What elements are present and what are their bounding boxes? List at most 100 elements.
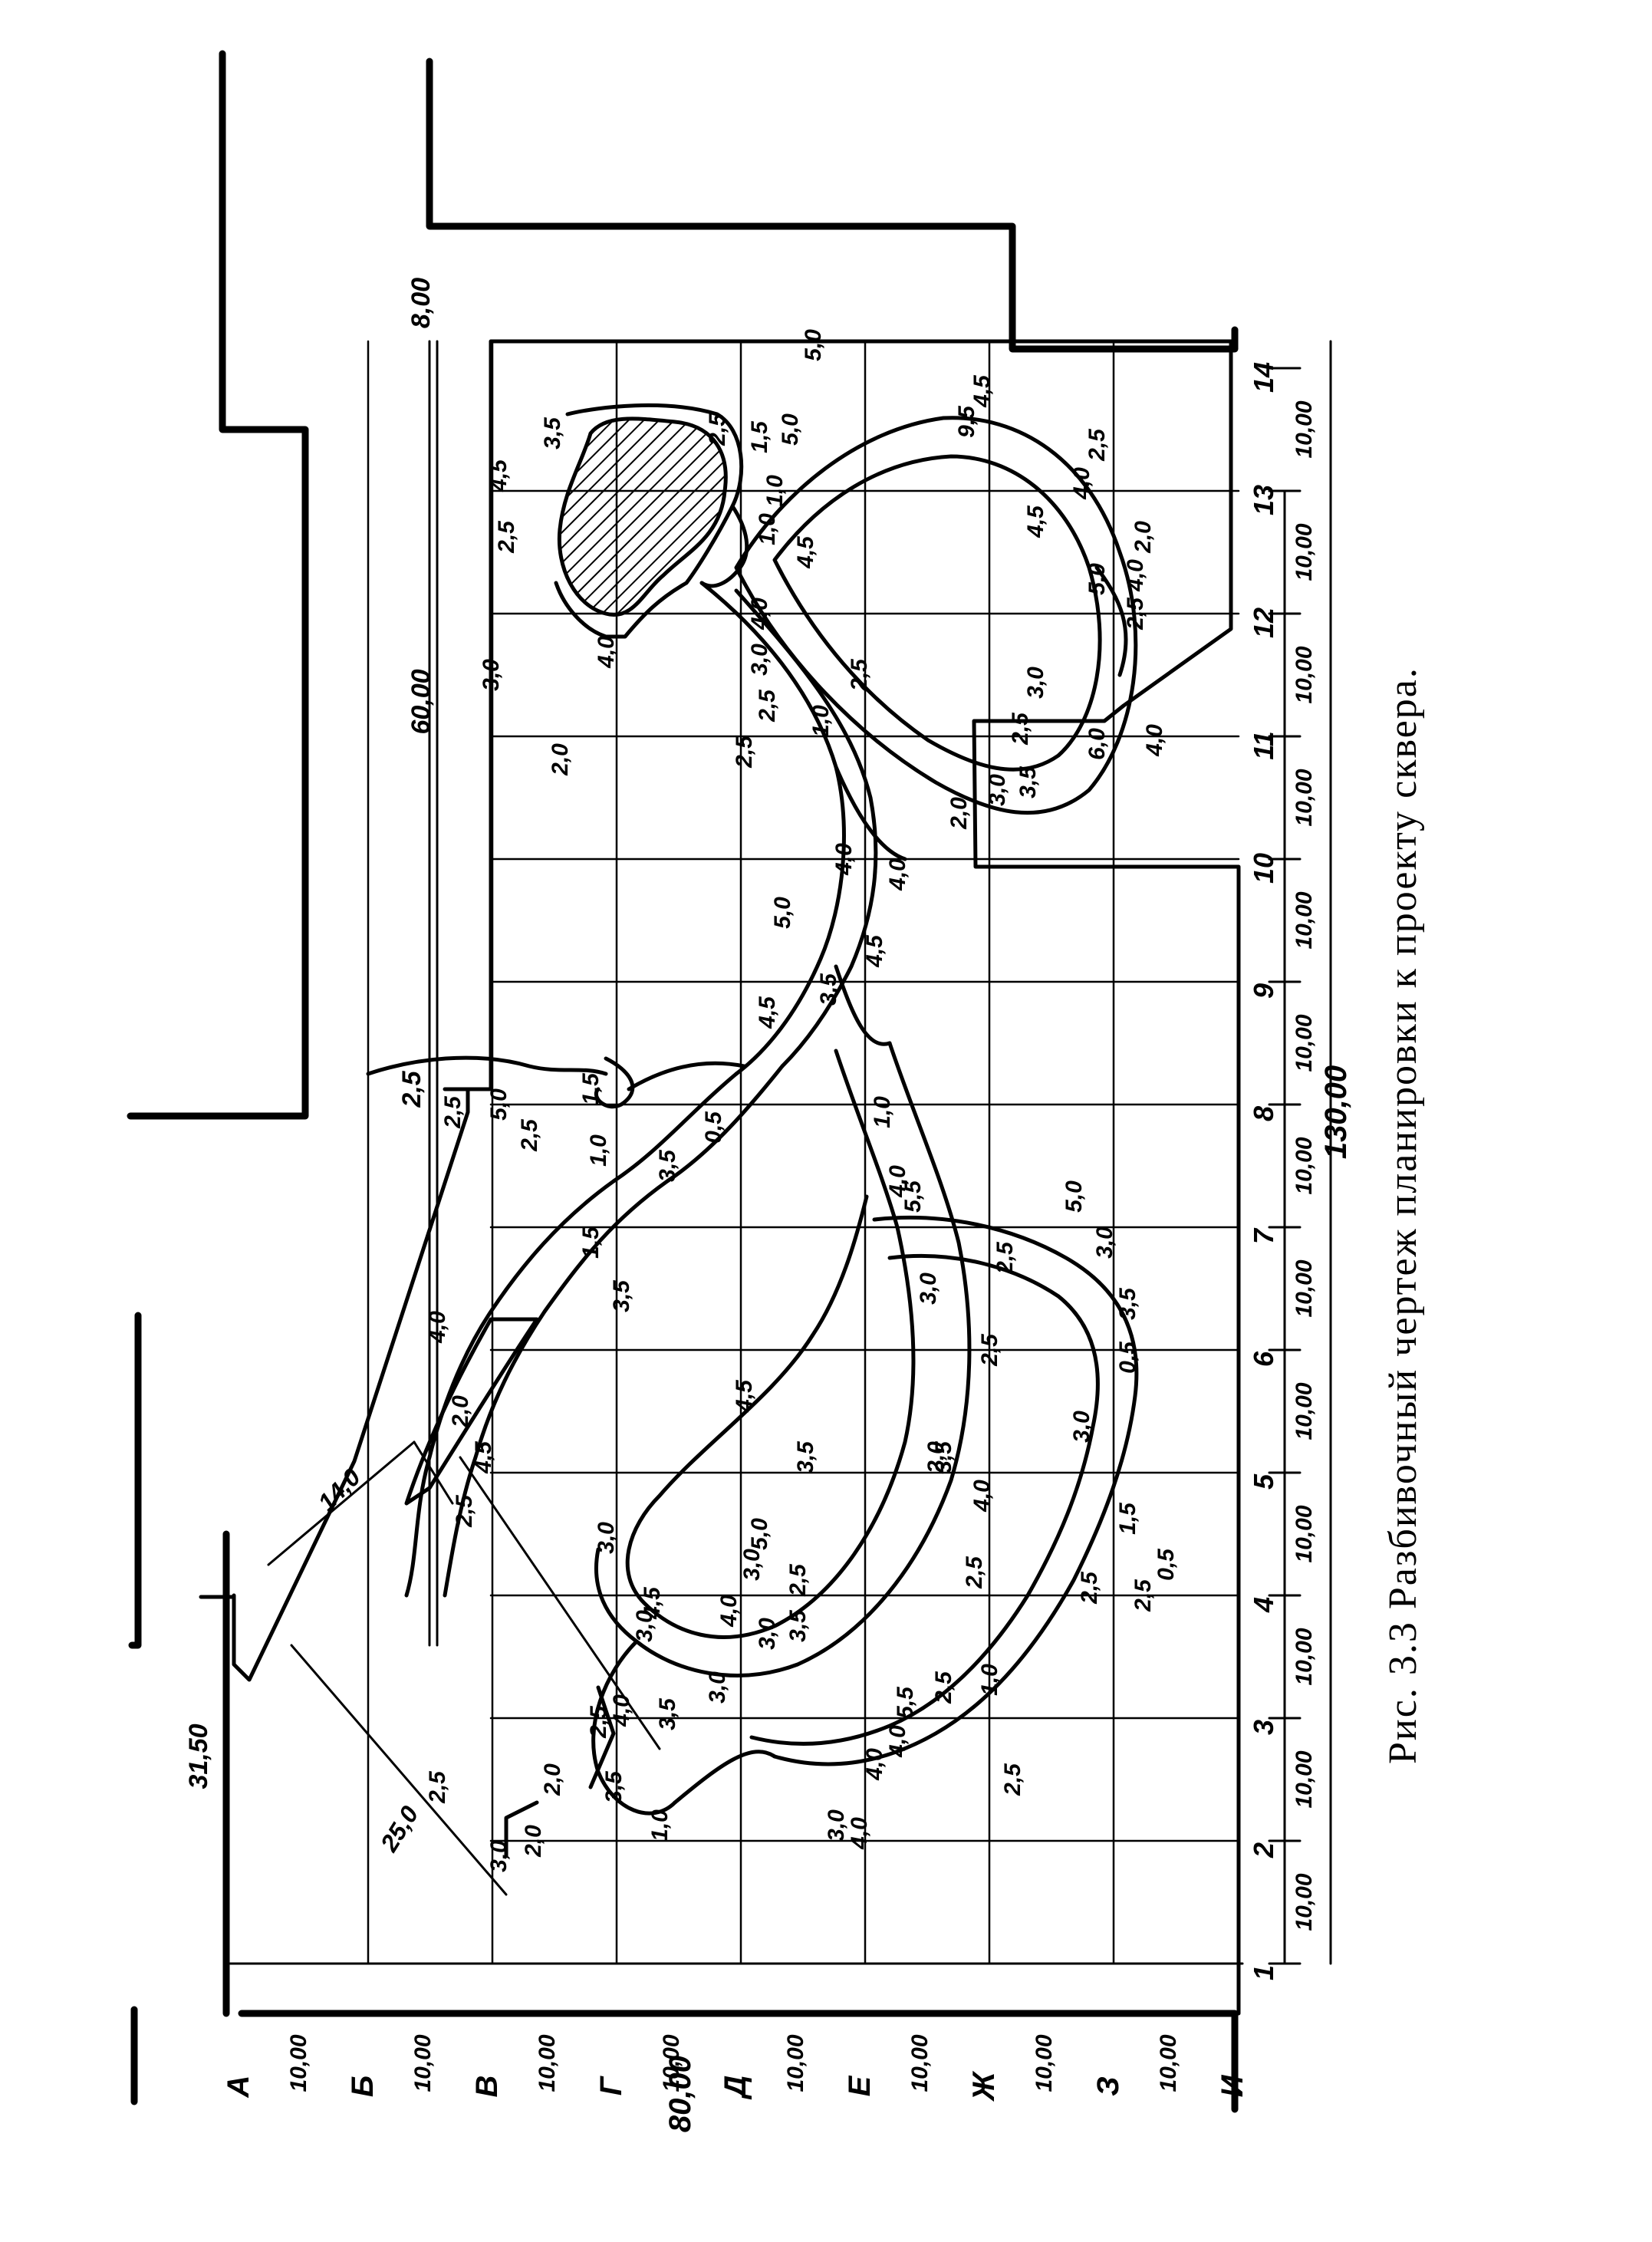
row-letter-И: И — [1216, 2074, 1249, 2097]
top-dimension-label: 60,00 — [406, 669, 436, 734]
path-width-label: 4,0 — [1069, 467, 1094, 500]
column-spacing-label: 10,00 — [1292, 1505, 1317, 1562]
path-width-label: 4,0 — [425, 1311, 450, 1344]
path-width-label: 1,0 — [762, 475, 788, 507]
path-width-label: 4,0 — [747, 598, 772, 630]
path-width-label: 4,0 — [831, 843, 857, 876]
path-width-label: 1,5 — [578, 1226, 604, 1259]
row-spacing-label: 10,00 — [783, 2034, 808, 2092]
diagonal-dimension-label: 25,0 — [374, 1801, 423, 1857]
path-width-label: 3,0 — [632, 1610, 657, 1642]
column-spacing-label: 10,00 — [1292, 523, 1317, 581]
path-width-label: 5,0 — [747, 1518, 772, 1550]
path-width-label: 4,0 — [1123, 559, 1148, 592]
top-dimension-label: 2,5 — [397, 1070, 426, 1108]
path-width-label: 4,5 — [732, 1379, 757, 1413]
path-width-label: 5,0 — [486, 1088, 512, 1121]
path-width-label: 3,0 — [486, 1840, 512, 1872]
column-spacing-label: 10,00 — [1292, 1750, 1317, 1808]
row-letter-Е: Е — [843, 2075, 877, 2096]
path-width-label: 0,5 — [1153, 1548, 1179, 1581]
path-width-label: 1,5 — [747, 420, 772, 453]
dimension-lines — [229, 340, 1332, 1965]
column-number-14: 14 — [1248, 362, 1279, 393]
path-width-label: 3,5 — [540, 416, 565, 449]
path-width-label: 1,0 — [977, 1664, 1002, 1696]
path-width-label: 3,5 — [793, 1440, 818, 1473]
row-letter-Г: Г — [594, 2075, 628, 2095]
path-width-label: 2,0 — [946, 797, 972, 830]
column-spacing-label: 10,00 — [1292, 646, 1317, 703]
path-width-label: 4,0 — [885, 1725, 910, 1758]
path-width-label: 2,5 — [847, 658, 872, 692]
path-width-label: 5,0 — [1061, 1180, 1087, 1213]
top-dimension-label: 8,00 — [406, 278, 436, 328]
column-number-4: 4 — [1248, 1597, 1279, 1613]
path-width-label: 4,0 — [609, 1694, 634, 1727]
column-spacing-label: 10,00 — [1292, 769, 1317, 826]
path-width-label: 3,0 — [755, 1618, 780, 1650]
path-width-label: 2,5 — [1123, 597, 1148, 630]
path-width-label: 1,0 — [870, 1096, 895, 1128]
path-width-label: 4,0 — [1142, 724, 1167, 757]
path-width-label: 5,0 — [801, 329, 826, 361]
path-width-label: 4,0 — [847, 1817, 872, 1850]
path-width-label: 2,0 — [448, 1395, 473, 1428]
path-width-label: 2,5 — [1130, 1579, 1156, 1612]
building-outlines — [127, 50, 1239, 2113]
path-width-label: 2,5 — [425, 1770, 450, 1804]
path-width-label: 2,5 — [440, 1095, 466, 1129]
row-letter-В: В — [470, 2076, 504, 2098]
row-spacing-label: 10,00 — [907, 2034, 933, 2092]
diagonal-dimension-label: 14,0 — [312, 1463, 366, 1516]
path-width-label: 2,5 — [586, 1705, 611, 1739]
path-width-label: 2,5 — [962, 1556, 987, 1589]
row-letter-Ж: Ж — [967, 2071, 1001, 2102]
path-width-label: 3,5 — [609, 1279, 634, 1312]
path-width-label: 5,5 — [893, 1686, 918, 1719]
path-width-label: 3,5 — [655, 1149, 680, 1182]
column-spacing-label: 10,00 — [1292, 1628, 1317, 1685]
column-number-5: 5 — [1248, 1473, 1279, 1490]
path-width-label: 5,0 — [1084, 563, 1110, 595]
path-width-label: 1,0 — [808, 705, 834, 737]
path-width-label: 2,0 — [521, 1825, 546, 1858]
row-spacing-label: 10,00 — [410, 2034, 436, 2092]
column-number-11: 11 — [1248, 731, 1279, 759]
path-width-label: 3,5 — [785, 1609, 811, 1642]
path-width-label: 4,5 — [969, 374, 995, 408]
path-width-label: 4,5 — [640, 1586, 665, 1620]
column-spacing-label: 10,00 — [1292, 1382, 1317, 1440]
column-number-13: 13 — [1248, 485, 1279, 515]
path-width-label: 3,0 — [916, 1272, 941, 1305]
path-width-label: 2,5 — [732, 735, 757, 769]
column-number-3: 3 — [1248, 1720, 1279, 1735]
path-width-label: 4,5 — [486, 459, 512, 492]
path-width-label: 2,5 — [785, 1563, 811, 1597]
path-width-label: 3,0 — [1092, 1226, 1117, 1259]
path-width-label: 2,5 — [1077, 1571, 1102, 1605]
path-width-label: 3,0 — [739, 1549, 765, 1581]
path-width-label: 4,0 — [885, 1165, 910, 1198]
path-width-label: 4,5 — [471, 1440, 496, 1474]
path-width-label: 4,0 — [594, 636, 619, 669]
column-number-8: 8 — [1248, 1106, 1279, 1121]
path-width-label: 3,5 — [1015, 765, 1041, 798]
path-width-label: 1,0 — [586, 1134, 611, 1167]
path-width-label: 3,5 — [816, 973, 841, 1006]
path-width-label: 2,5 — [494, 520, 519, 554]
path-width-label: 6,0 — [1084, 728, 1110, 760]
path-width-label: 2,5 — [1000, 1763, 1025, 1796]
row-letter-Д: Д — [719, 2076, 752, 2100]
path-width-label: 2,5 — [931, 1671, 956, 1704]
path-width-label: 4,0 — [716, 1595, 742, 1628]
total-height-label: 80,00 — [663, 2056, 697, 2132]
path-width-label: 3,5 — [931, 1440, 956, 1473]
path-width-label: 2,5 — [1008, 712, 1033, 746]
path-width-label: 1,0 — [755, 513, 780, 545]
path-width-label: 9,5 — [954, 405, 979, 438]
top-dimension-label: 31,50 — [184, 1723, 213, 1789]
path-width-label: 5,0 — [770, 897, 795, 929]
